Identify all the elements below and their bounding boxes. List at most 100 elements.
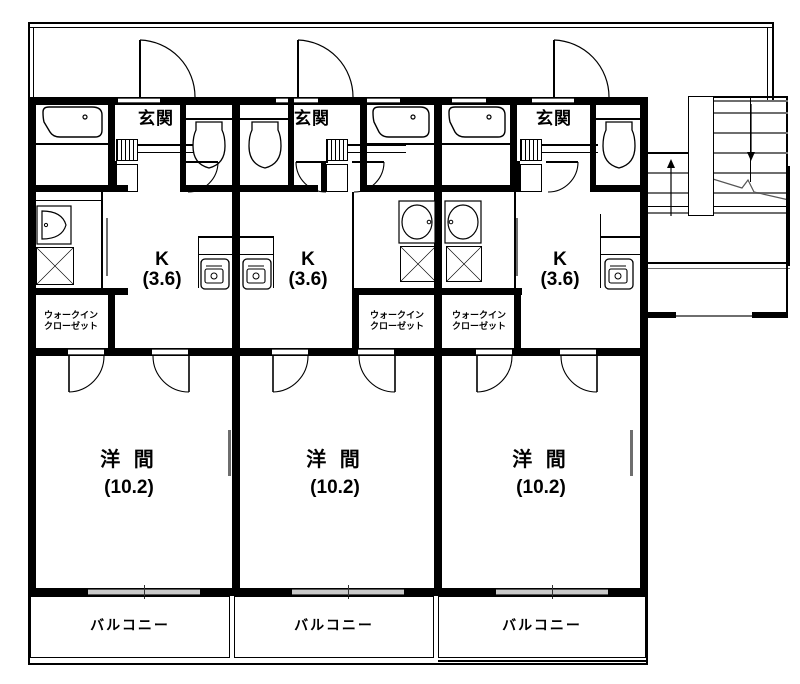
wic-center-right-wall	[514, 288, 521, 356]
balcony-center	[234, 596, 434, 658]
corridor-right-edge	[786, 262, 788, 318]
main-room-area-left: (10.2)	[104, 477, 154, 498]
center-bath-bottom-line	[367, 143, 434, 145]
balcony-label-center: バルコニー	[294, 617, 374, 633]
center-bath-mid-wall	[434, 97, 442, 192]
kitchen-area-right: (3.6)	[540, 268, 580, 290]
left-counter-line-a	[198, 236, 232, 238]
left-room-window-mark	[228, 430, 231, 476]
outline-left-upper	[28, 22, 30, 100]
wic-label-center-b-line2: クローゼット	[451, 321, 506, 332]
shoe-box-icon-center	[326, 139, 348, 161]
wall-wic-top-left	[28, 288, 128, 295]
center-counter-line-b	[240, 254, 274, 255]
balcony-outer-edge-right	[646, 594, 648, 664]
genkan-inner-door-center	[352, 160, 386, 193]
kitchen-area-left: (3.6)	[142, 268, 182, 290]
wic-label-left-line1: ウォークイン	[43, 310, 98, 320]
right-room-window-mark	[630, 430, 633, 476]
right-genkan-wall	[515, 161, 520, 192]
vanity-sink-icon-left	[36, 205, 72, 245]
building-right-wall-lower	[640, 267, 648, 595]
wic-label-center-a-line2: クローゼット	[369, 321, 424, 332]
shoe-box-icon-right	[520, 139, 542, 161]
stair-tread-1	[648, 172, 788, 174]
toilet-door-swing-left	[186, 160, 220, 193]
left-vanity-top-line	[36, 200, 102, 201]
center-genkan-wall	[321, 161, 326, 192]
washing-machine-pan-icon-center	[400, 246, 436, 282]
stair-tread-2	[648, 192, 788, 194]
right-counter-line-b	[600, 254, 642, 255]
toilet-icon-left	[192, 120, 226, 172]
right-counter-edge	[600, 214, 601, 288]
stair-up-tread-4	[714, 100, 788, 102]
balcony-left	[30, 596, 230, 658]
toilet-icon-center	[248, 120, 282, 172]
balcony-right	[438, 596, 646, 658]
left-bath-right-wall	[108, 97, 115, 192]
genkan-inner-door-right	[546, 160, 580, 193]
wic-label-center-a: ウォークイン クローゼット	[360, 310, 434, 333]
entrance-door-swing-left	[138, 39, 196, 98]
stair-wall-right	[786, 166, 790, 266]
outline-right-upper-inner	[767, 27, 768, 100]
building-left-wall	[28, 97, 36, 595]
wic-label-center-a-line1: ウォークイン	[369, 310, 424, 320]
entrance-label-center: 玄関	[294, 109, 330, 128]
center-counter-line-a	[240, 236, 274, 238]
balcony-sash-tick-center	[348, 585, 349, 599]
center-wet-divider-b	[514, 192, 516, 288]
vanity-sink-icon-right	[444, 200, 482, 244]
room-door-swing-right-2	[560, 355, 598, 394]
entrance-label-right: 玄関	[536, 109, 572, 128]
kitchen-sink-icon-center	[242, 258, 272, 290]
left-toilet-left-wall	[180, 97, 186, 192]
main-room-area-center: (10.2)	[310, 477, 360, 498]
toilet-icon-right	[602, 120, 636, 172]
shoe-box-icon-left	[116, 139, 138, 161]
stair-break-line	[690, 168, 790, 202]
wall-toilet-bottom-right	[590, 185, 648, 192]
stair-lower-bottom-edge	[648, 206, 788, 207]
room-door-swing-center-2	[358, 355, 396, 394]
main-room-label-left: 洋 間	[100, 449, 158, 471]
center-bath-left-wall	[360, 97, 367, 192]
washing-machine-pan-icon-left	[36, 247, 74, 285]
stair-landing	[688, 96, 714, 216]
main-room-label-right: 洋 間	[512, 449, 570, 471]
kitchen-label-right: K (3.6)	[530, 250, 590, 290]
balcony-sash-tick-right	[552, 585, 553, 599]
window-opening-a	[366, 98, 400, 103]
kitchen-label-left: K (3.6)	[132, 250, 192, 290]
room-door-opening-right-2	[560, 349, 596, 355]
right-counter-line-a	[600, 236, 642, 238]
center-genkan-step-line	[348, 144, 406, 146]
stair-outer-top	[688, 96, 788, 98]
washing-machine-pan-icon-right	[446, 246, 482, 282]
kitchen-sink-icon-right	[604, 258, 634, 290]
center-toilet-tank	[240, 118, 288, 120]
room-door-swing-right-1	[476, 355, 514, 394]
stair-bottom-line	[648, 262, 790, 264]
kitchen-k-center: K	[301, 249, 315, 270]
left-genkan-step-line	[136, 144, 206, 146]
wall-room-top-left	[28, 348, 240, 356]
room-door-opening-center-1	[272, 349, 308, 355]
balcony-outer-edge-left	[28, 594, 30, 664]
corridor-stub-left	[648, 312, 676, 318]
main-room-label-center: 洋 間	[306, 449, 364, 471]
stair-tread-3	[648, 212, 788, 214]
building-right-wall-upper	[640, 97, 648, 267]
center-counter-edge	[273, 236, 274, 288]
left-genkan-step-line2	[136, 152, 206, 153]
room-door-swing-left-1	[68, 355, 106, 394]
room-door-opening-right-1	[476, 349, 512, 355]
room-door-swing-left-2	[152, 355, 190, 394]
left-genkan-wall	[112, 161, 117, 192]
room-door-opening-left-2	[152, 349, 188, 355]
entrance-label-left: 玄関	[138, 109, 174, 128]
left-kitchen-slide-door	[106, 218, 108, 276]
center-wet-divider	[352, 192, 354, 288]
